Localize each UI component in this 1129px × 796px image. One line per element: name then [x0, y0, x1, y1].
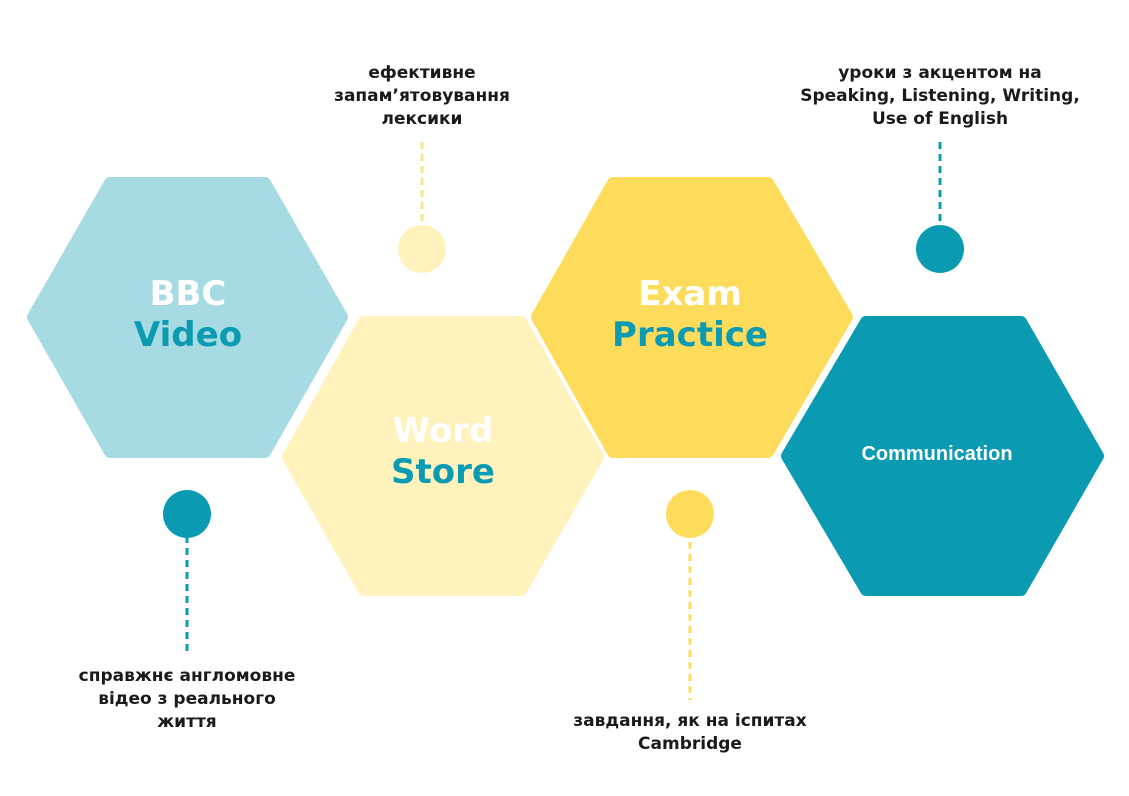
dot-communication: [916, 225, 964, 273]
dot-bbc-video: [163, 490, 211, 538]
caption-bbc-video: справжнє англомовне відео з реального жи…: [78, 666, 296, 732]
hexagon-word-store: [282, 316, 604, 596]
hexagon-communication: [781, 316, 1104, 596]
hexagon-bbc-video: [27, 177, 348, 458]
word-store-line1: Word: [392, 411, 494, 451]
dot-word-store: [398, 225, 446, 273]
bbc-video-line2: Video: [133, 314, 243, 355]
caption-communication: уроки з акцентом на Speaking, Listening,…: [800, 63, 1080, 129]
caption-word-store: ефективне запам’ятовування лексики: [334, 63, 510, 129]
caption-exam-practice: завдання, як на іспитах Cambridge: [573, 711, 807, 754]
communication-line1: Communication: [861, 443, 1013, 465]
hexagon-exam-practice-title: Exam Practice: [590, 274, 790, 356]
exam-practice-line2: Practice: [612, 314, 768, 355]
hexagon-exam-practice: [531, 177, 853, 458]
dot-exam-practice: [666, 490, 714, 538]
bbc-video-line1: BBC: [149, 274, 227, 314]
hexagon-communication-title: Communication: [817, 442, 1057, 466]
exam-practice-line1: Exam: [638, 274, 742, 314]
hexagon-bbc-video-title: BBC Video: [88, 274, 288, 356]
word-store-line2: Store: [391, 451, 495, 492]
hexagon-word-store-title: Word Store: [343, 411, 543, 493]
